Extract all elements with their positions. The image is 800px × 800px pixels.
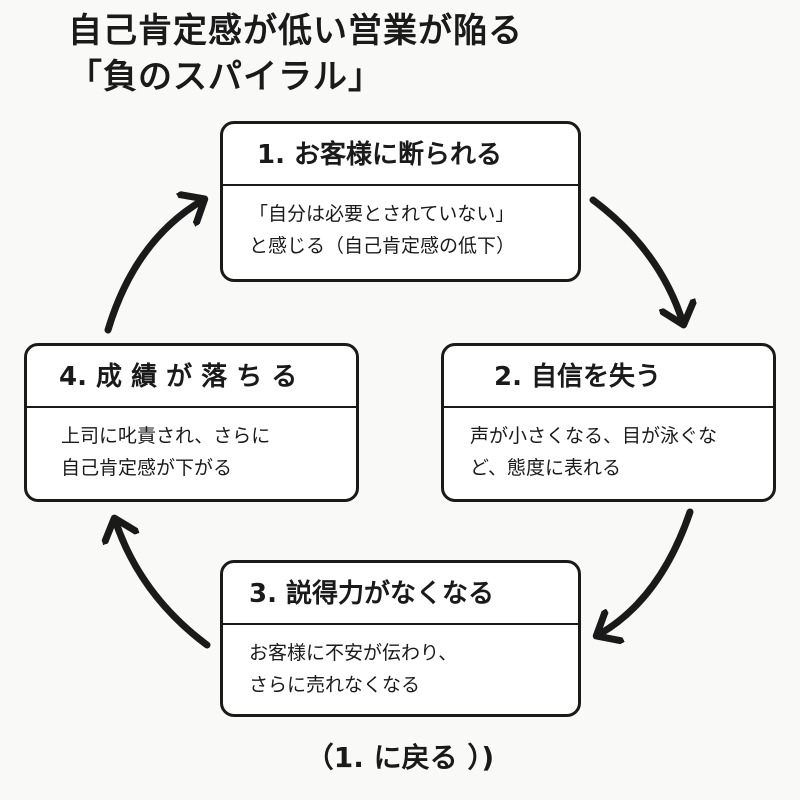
title-line-1: 自己肯定感が低い営業が陥る <box>68 11 523 51</box>
step-1-box: 1. お客様に断られる 「自分は必要とされていない」 と感じる（自己肯定感の低下… <box>220 121 581 282</box>
step-2-heading: 2. 自信を失う <box>444 346 773 408</box>
step-1-heading: 1. お客様に断られる <box>223 124 578 186</box>
step-4-heading: 4. 成 績 が 落 ち る <box>27 346 356 408</box>
step-4-box: 4. 成 績 が 落 ち る 上司に叱責され、さらに 自己肯定感が下がる <box>24 343 359 502</box>
step-4-description: 上司に叱責され、さらに 自己肯定感が下がる <box>27 408 356 484</box>
step-1-line-1: 「自分は必要とされていない」 <box>249 203 515 225</box>
step-3-description: お客様に不安が伝わり、 さらに売れなくなる <box>223 625 578 701</box>
return-to-step-1-note: （1. に戻る ）) <box>305 741 495 774</box>
step-2-line-1: 声が小さくなる、目が泳ぐな <box>470 425 718 447</box>
step-3-line-1: お客様に不安が伝わり、 <box>249 642 458 664</box>
step-2-box: 2. 自信を失う 声が小さくなる、目が泳ぐな ど、態度に表れる <box>441 343 776 502</box>
diagram-title: 自己肯定感が低い営業が陥る 「負のスパイラル」 <box>68 8 523 100</box>
step-4-line-2: 自己肯定感が下がる <box>61 457 233 479</box>
arrow-1-to-2 <box>589 196 683 323</box>
step-4-line-1: 上司に叱責され、さらに <box>61 425 271 447</box>
step-3-heading: 3. 説得力がなくなる <box>223 563 578 625</box>
title-line-2: 「負のスパイラル」 <box>68 57 383 97</box>
step-1-line-2: と感じる（自己肯定感の低下） <box>249 235 516 257</box>
arrow-2-to-3 <box>598 508 694 635</box>
step-3-line-2: さらに売れなくなる <box>249 674 421 696</box>
arrow-4-to-1 <box>104 200 203 334</box>
step-2-description: 声が小さくなる、目が泳ぐな ど、態度に表れる <box>444 408 773 484</box>
step-3-box: 3. 説得力がなくなる お客様に不安が伝わり、 さらに売れなくなる <box>220 560 581 717</box>
step-1-description: 「自分は必要とされていない」 と感じる（自己肯定感の低下） <box>223 186 578 262</box>
arrow-3-to-4 <box>115 520 211 649</box>
step-2-line-2: ど、態度に表れる <box>470 457 622 479</box>
